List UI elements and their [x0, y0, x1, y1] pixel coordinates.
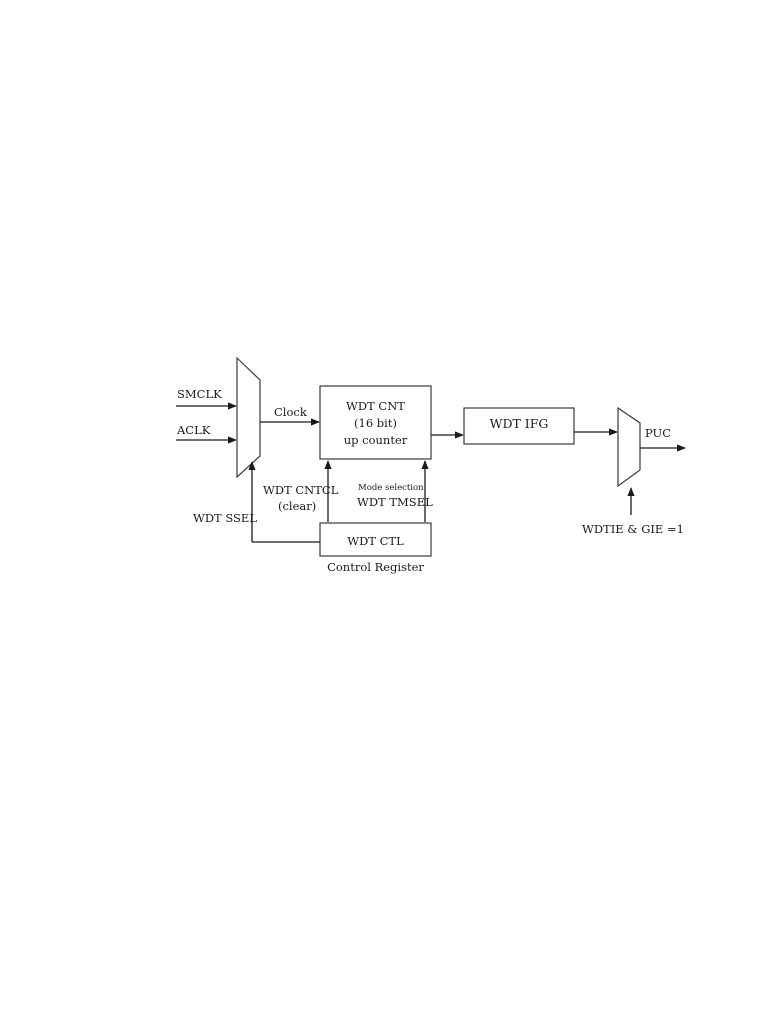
clock-source-mux — [236, 356, 261, 479]
wdt-ifg-label: WDT IFG — [490, 416, 549, 431]
clear-label: (clear) — [278, 499, 316, 513]
mode-selection-label: Mode selection — [358, 483, 424, 493]
wdt-cnt-type: up counter — [344, 433, 408, 447]
wdtie-gie-label: WDTIE & GIE =1 — [582, 522, 684, 536]
puc-label: PUC — [645, 426, 671, 440]
wdt-cntcl-label: WDT CNTCL — [263, 483, 339, 497]
wdt-cnt-block — [319, 385, 432, 460]
clock-label: Clock — [274, 405, 308, 419]
control-register-caption: Control Register — [327, 560, 424, 574]
smclk-label: SMCLK — [177, 387, 222, 401]
wdt-ssel-label: WDT SSEL — [193, 511, 257, 525]
wdt-ifg-block — [463, 407, 575, 445]
wdt-ctl-block — [319, 522, 432, 557]
wdt-cnt-width: (16 bit) — [354, 416, 397, 430]
wdt-cnt-title: WDT CNT — [346, 399, 405, 413]
output-gate — [617, 406, 641, 488]
wdt-ctl-label: WDT CTL — [347, 534, 404, 548]
aclk-label: ACLK — [176, 423, 211, 437]
wdt-tmsel-label: WDT TMSEL — [357, 495, 433, 509]
